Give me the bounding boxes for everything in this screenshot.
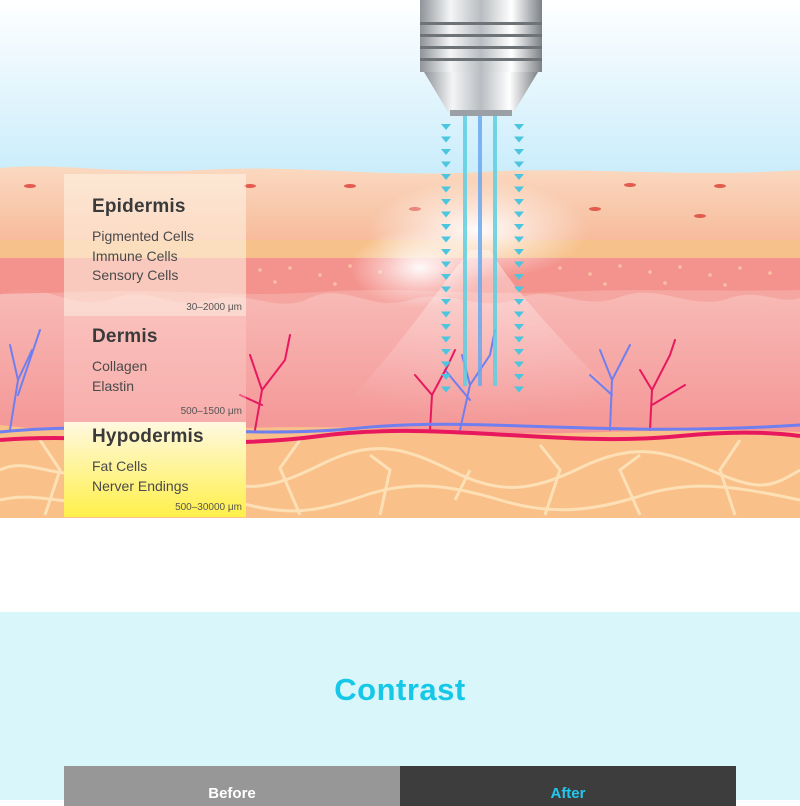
- beam-arrow: [514, 274, 524, 280]
- beam-arrow: [514, 236, 524, 243]
- hypodermis-card: Hypodermis Fat Cells Nerver Endings 500–…: [64, 422, 246, 517]
- beam-arrow: [514, 299, 524, 305]
- beam-arrow: [441, 161, 451, 168]
- applicator-probe-icon: [420, 0, 542, 116]
- beam-arrow: [441, 124, 451, 130]
- dermis-card: Dermis Collagen Elastin 500–1500 μm: [64, 316, 246, 422]
- beam-arrow: [441, 361, 451, 368]
- beam-arrow: [514, 311, 524, 318]
- beam-arrow: [441, 236, 451, 243]
- beam-arrow: [441, 286, 451, 293]
- beam-arrow: [441, 249, 451, 255]
- dermis-item: Collagen: [92, 358, 148, 374]
- beam-arrow: [514, 211, 524, 218]
- epidermis-thickness: 30–2000 μm: [186, 302, 242, 313]
- hypodermis-item: Nerver Endings: [92, 477, 189, 494]
- beam-arrow: [441, 136, 451, 143]
- comparison-tabs: Before After: [64, 766, 736, 806]
- beam-arrow: [441, 324, 451, 330]
- beam-arrow: [441, 261, 451, 268]
- epidermis-item: Sensory Cells: [92, 267, 179, 283]
- beam-arrow: [514, 186, 524, 193]
- beam-arrow: [514, 261, 524, 268]
- dermis-item: Elastin: [92, 377, 135, 394]
- beam-arrow: [441, 374, 451, 380]
- dermis-thickness: 500–1500 μm: [180, 406, 242, 417]
- beam-arrow: [441, 199, 451, 205]
- contrast-section: Contrast Before After: [0, 612, 800, 806]
- beam-arrow: [514, 349, 524, 355]
- beam-arrow: [514, 361, 524, 368]
- beam-arrow: [514, 324, 524, 330]
- beam-arrow: [514, 386, 524, 393]
- beam-arrow: [441, 274, 451, 280]
- epidermis-item: Pigmented Cells: [92, 228, 194, 244]
- light-beam-icon: [463, 116, 497, 386]
- beam-arrows-left: [441, 124, 451, 393]
- light-glow-lower: [350, 228, 490, 308]
- beam-arrow: [441, 224, 451, 230]
- epidermis-card: Epidermis Pigmented Cells Immune Cells S…: [64, 174, 246, 316]
- beam-arrow: [514, 124, 524, 130]
- beam-arrow: [441, 299, 451, 305]
- beam-arrow: [514, 374, 524, 380]
- beam-arrow: [514, 224, 524, 230]
- beam-arrow: [514, 161, 524, 168]
- hypodermis-thickness: 500–30000 μm: [175, 502, 242, 513]
- beam-arrow: [514, 336, 524, 343]
- after-tab[interactable]: After: [400, 766, 736, 806]
- epidermis-item: Immune Cells: [92, 247, 178, 264]
- beam-arrow: [441, 336, 451, 343]
- before-tab[interactable]: Before: [64, 766, 400, 806]
- beam-arrow: [441, 349, 451, 355]
- beam-arrow: [514, 286, 524, 293]
- beam-arrow: [441, 186, 451, 193]
- contrast-title: Contrast: [334, 672, 466, 707]
- beam-arrows-right: [514, 124, 524, 393]
- hypodermis-item: Fat Cells: [92, 458, 148, 474]
- dermis-title: Dermis: [92, 326, 158, 347]
- beam-arrow: [514, 249, 524, 255]
- epidermis-title: Epidermis: [92, 196, 186, 217]
- energy-cone: [330, 250, 640, 420]
- beam-arrow: [441, 386, 451, 393]
- beam-arrow: [514, 136, 524, 143]
- beam-arrow: [514, 199, 524, 205]
- hypodermis-title: Hypodermis: [92, 426, 204, 447]
- beam-arrow: [514, 174, 524, 180]
- beam-arrow: [514, 149, 524, 155]
- beam-arrow: [441, 211, 451, 218]
- beam-arrow: [441, 149, 451, 155]
- beam-arrow: [441, 174, 451, 180]
- sky-background: [0, 0, 800, 180]
- beam-arrow: [441, 311, 451, 318]
